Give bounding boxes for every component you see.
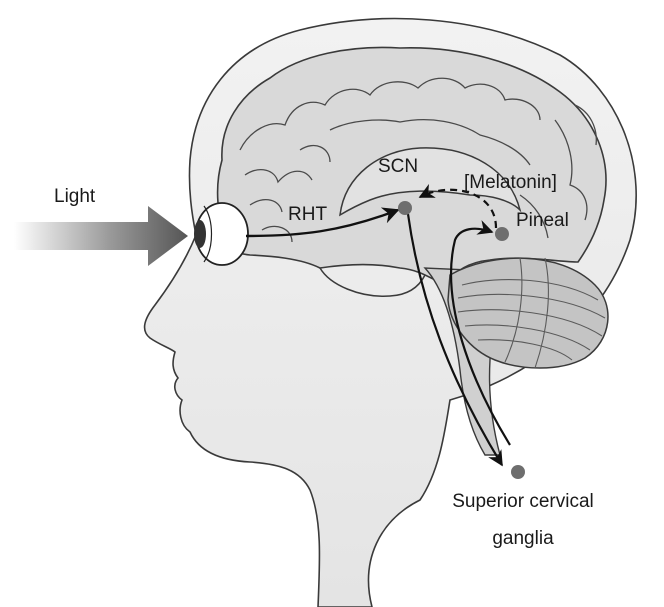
pineal-dot: [495, 227, 509, 241]
superior-cervical-label: Superior cervical: [452, 491, 594, 512]
melatonin-label: [Melatonin]: [464, 172, 557, 193]
pineal-label: Pineal: [516, 210, 569, 231]
light-arrow: [14, 206, 188, 266]
light-label: Light: [54, 186, 96, 207]
ganglia-label: ganglia: [492, 528, 554, 549]
scn-dot: [398, 201, 412, 215]
superior-cervical-ganglia-dot: [511, 465, 525, 479]
rht-label: RHT: [288, 204, 327, 225]
scn-label: SCN: [378, 156, 418, 177]
